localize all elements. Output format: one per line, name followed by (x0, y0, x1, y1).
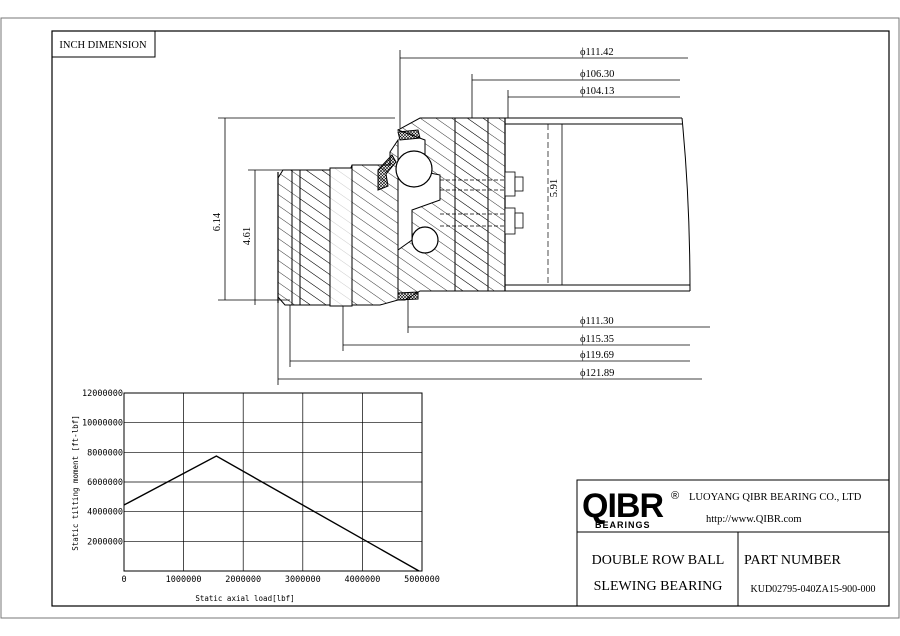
dim-height-outer: 4.61 (242, 227, 253, 245)
chart-x-tick-label: 4000000 (344, 575, 380, 585)
dim-d7: ϕ121.89 (580, 368, 614, 379)
chart-x-tick-label: 2000000 (225, 575, 261, 585)
chart-x-tick-label: 1000000 (166, 575, 202, 585)
dim-d2: ϕ106.30 (580, 69, 614, 80)
dim-d6: ϕ119.69 (580, 350, 614, 361)
chart-x-tick-label: 5000000 (404, 575, 440, 585)
dim-d4: ϕ111.30 (580, 316, 614, 327)
chart-y-tick-label: 10000000 (82, 419, 123, 429)
chart-y-label: Static tilting moment [ft-lbf] (71, 415, 80, 550)
chart-y-tick-label: 12000000 (82, 389, 123, 399)
outer-frame (0, 17, 900, 619)
title-block (576, 479, 890, 607)
chart-x-label: Static axial load[lbf] (195, 594, 294, 603)
dim-height-total: 6.14 (212, 212, 223, 231)
dim-d5: ϕ115.35 (580, 334, 614, 345)
chart-grid (123, 392, 423, 572)
chart-y-tick-label: 2000000 (87, 537, 123, 547)
dimension-lines (218, 50, 710, 385)
chart-x-tick-label: 3000000 (285, 575, 321, 585)
product-name-line1: DOUBLE ROW BALL (592, 553, 725, 568)
company-logo-sub: BEARINGS (595, 520, 651, 530)
header-tab-border (52, 31, 156, 58)
company-logo: QIBR (582, 487, 663, 525)
inner-frame (51, 30, 890, 607)
chart-y-tick-label: 6000000 (87, 478, 123, 488)
part-number-value: KUD02795-040ZA15-900-000 (751, 584, 876, 595)
chart-x-ticks: 0 1000000 2000000 3000000 4000000 5000000 (121, 575, 439, 585)
load-chart: 0 1000000 2000000 3000000 4000000 5000000 200… (71, 389, 440, 603)
chart-series-line (123, 455, 420, 572)
dim-height-inner: 5.91 (549, 179, 560, 197)
registered-mark: ® (671, 490, 679, 502)
part-number-label: PART NUMBER (744, 553, 841, 568)
company-name: LUOYANG QIBR BEARING CO., LTD (689, 492, 862, 503)
product-name-line2: SLEWING BEARING (594, 579, 723, 594)
dim-d3: ϕ104.13 (580, 86, 614, 97)
chart-y-tick-label: 4000000 (87, 508, 123, 518)
dim-d1: ϕ111.42 (580, 47, 614, 58)
chart-x-tick-label: 0 (121, 575, 126, 585)
chart-y-ticks: 2000000 4000000 6000000 8000000 10000000 1200… (82, 389, 123, 547)
chart-y-tick-label: 8000000 (87, 448, 123, 458)
header-label: INCH DIMENSION (59, 40, 147, 51)
company-website: http://www.QIBR.com (706, 514, 802, 525)
bearing-section (277, 117, 691, 307)
